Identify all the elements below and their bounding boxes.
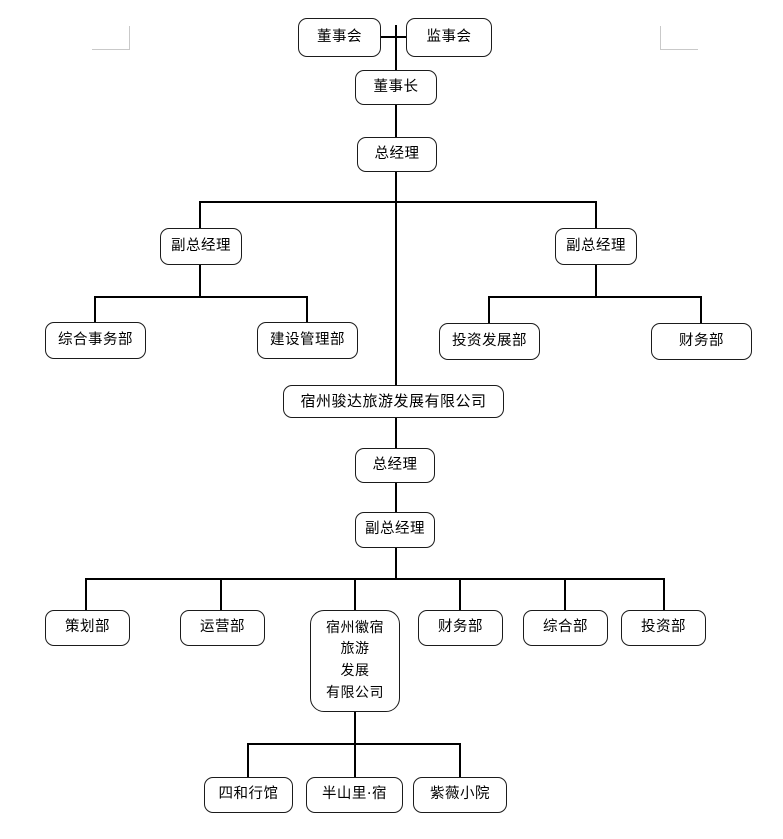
- connector-subsidiary-to-gm: [395, 416, 398, 449]
- node-finance-dept-upper[interactable]: 财务部: [651, 323, 752, 360]
- connector-to-finance-lower: [459, 578, 462, 611]
- connector-bus-to-deputy-left: [199, 201, 202, 229]
- node-planning-dept[interactable]: 策划部: [45, 610, 130, 646]
- node-chairman[interactable]: 董事长: [355, 70, 437, 105]
- connector-to-operations-dept: [220, 578, 223, 611]
- connector-to-general-dept: [564, 578, 567, 611]
- node-sub-deputy-gm[interactable]: 副总经理: [355, 512, 435, 548]
- connector-gm-spine: [395, 171, 398, 386]
- node-general-dept[interactable]: 综合部: [523, 610, 608, 646]
- node-investment-dept[interactable]: 投资部: [621, 610, 706, 646]
- node-construction-mgmt-dept[interactable]: 建设管理部: [257, 322, 358, 359]
- connector-deputy-left-down: [199, 264, 202, 297]
- connector-deputy-right-bus: [488, 296, 702, 299]
- connector-to-ziwei: [459, 743, 462, 777]
- node-subsidiary-company[interactable]: 宿州骏达旅游发展有限公司: [283, 385, 504, 418]
- connector-deputy-left-bus: [94, 296, 308, 299]
- connector-to-huisu-company: [354, 578, 357, 611]
- connector-to-sihe: [247, 743, 250, 777]
- node-operations-dept[interactable]: 运营部: [180, 610, 265, 646]
- node-board-of-supervisors[interactable]: 监事会: [406, 18, 492, 57]
- connector-to-investment-dev: [488, 296, 491, 324]
- connector-sub-gm-to-deputy: [395, 481, 398, 513]
- node-property-banshanli[interactable]: 半山里·宿: [306, 777, 403, 813]
- connector-to-general-affairs: [94, 296, 97, 323]
- node-sub-general-manager[interactable]: 总经理: [355, 448, 435, 483]
- node-general-affairs-dept[interactable]: 综合事务部: [45, 322, 146, 359]
- connector-to-chairman: [395, 25, 398, 71]
- node-property-ziwei[interactable]: 紫薇小院: [413, 777, 507, 813]
- connector-sub-deputy-down: [395, 547, 398, 579]
- node-finance-dept-lower[interactable]: 财务部: [418, 610, 503, 646]
- node-investment-dev-dept[interactable]: 投资发展部: [439, 323, 540, 360]
- connector-chairman-to-gm: [395, 104, 398, 140]
- node-deputy-gm-right[interactable]: 副总经理: [555, 228, 637, 265]
- node-deputy-gm-left[interactable]: 副总经理: [160, 228, 242, 265]
- connector-huisu-down: [354, 711, 357, 744]
- node-board-of-directors[interactable]: 董事会: [298, 18, 381, 57]
- node-property-sihe[interactable]: 四和行馆: [204, 777, 293, 813]
- connector-bus-to-deputy-right: [595, 201, 598, 229]
- node-general-manager[interactable]: 总经理: [357, 137, 437, 172]
- connector-to-planning-dept: [85, 578, 88, 611]
- connector-deputy-right-down: [595, 264, 598, 297]
- connector-board-supervisor: [378, 36, 408, 39]
- connector-to-finance-upper: [700, 296, 703, 324]
- connector-departments-bus: [85, 578, 665, 581]
- connector-to-investment-dept: [663, 578, 666, 611]
- connector-to-banshanli: [354, 743, 357, 777]
- connector-to-construction-mgmt: [306, 296, 309, 323]
- connector-deputy-bus: [199, 201, 597, 204]
- node-huisu-company[interactable]: 宿州徽宿 旅游 发展 有限公司: [310, 610, 400, 712]
